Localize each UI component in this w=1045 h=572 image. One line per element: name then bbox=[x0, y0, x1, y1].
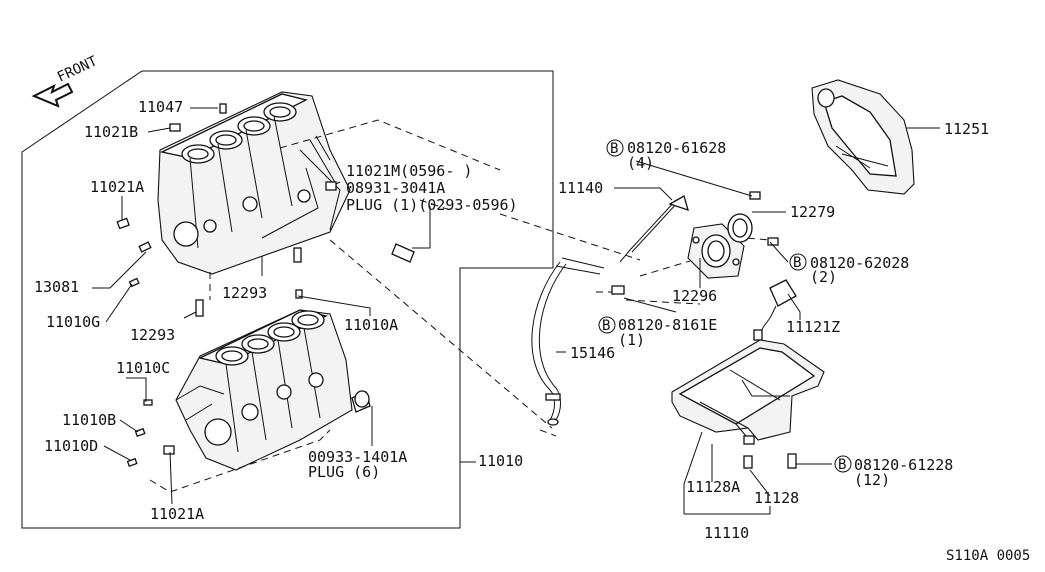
part-label-11010: 11010 bbox=[478, 452, 523, 470]
part-label-11021M: 11021M(0596- ) bbox=[346, 162, 472, 180]
front-label: FRONT bbox=[55, 53, 100, 86]
part-label-11010A: 11010A bbox=[344, 316, 398, 334]
rear-oil-seal-retainer bbox=[687, 223, 745, 279]
part-label-11128: 11128 bbox=[754, 489, 799, 507]
part-label-plug-1: PLUG (1)(0293-0596) bbox=[346, 196, 518, 214]
part-label-plug-6: PLUG (6) bbox=[308, 463, 380, 481]
part-label-08120-61628: 08120-61628 bbox=[627, 139, 726, 157]
dipstick-guide-tube bbox=[531, 257, 605, 426]
part-label-00933-1401A: 00933-1401A bbox=[308, 448, 407, 466]
rear-oil-seal bbox=[727, 213, 753, 243]
bolt-icon bbox=[611, 191, 779, 295]
svg-text:B: B bbox=[602, 318, 610, 334]
part-label-11047: 11047 bbox=[138, 98, 183, 116]
bolt-symbol-icon: B bbox=[789, 253, 807, 271]
part-label-qty-1: (1) bbox=[618, 331, 645, 349]
core-plug-icon bbox=[351, 390, 371, 413]
part-label-11128A: 11128A bbox=[686, 478, 740, 496]
svg-text:B: B bbox=[610, 141, 618, 157]
svg-text:B: B bbox=[793, 255, 801, 271]
svg-text:B: B bbox=[838, 457, 846, 473]
bolt-symbol-icon: B bbox=[598, 316, 616, 334]
part-label-08120-8161E: 08120-8161E bbox=[618, 316, 717, 334]
assembly-dashed-lines bbox=[149, 119, 771, 493]
part-label-08931-3041A: 08931-3041A bbox=[346, 179, 445, 197]
part-label-08120-61228: 08120-61228 bbox=[854, 456, 953, 474]
front-arrow-icon bbox=[31, 82, 74, 108]
part-label-11010D: 11010D bbox=[44, 437, 98, 455]
bolt-icon bbox=[743, 435, 797, 469]
part-label-11110: 11110 bbox=[704, 524, 749, 542]
part-label-15146: 15146 bbox=[570, 344, 615, 362]
leader-lines-right bbox=[556, 127, 940, 515]
oil-dipstick bbox=[619, 195, 689, 263]
diagram-code: S110A 0005 bbox=[946, 548, 1030, 564]
part-label-11140: 11140 bbox=[558, 179, 603, 197]
oil-level-sensor bbox=[753, 279, 797, 341]
part-label-11021B: 11021B bbox=[84, 123, 138, 141]
block-assembly-frame bbox=[21, 70, 554, 529]
part-label-11010G: 11010G bbox=[46, 313, 100, 331]
bolt-symbol-icon: B bbox=[834, 455, 852, 473]
rear-plate bbox=[811, 79, 915, 195]
part-label-12293-a: 12293 bbox=[222, 284, 267, 302]
part-label-11021A-top: 11021A bbox=[90, 178, 144, 196]
oil-pan bbox=[671, 339, 825, 441]
bolt-icon bbox=[116, 103, 415, 468]
part-label-12279: 12279 bbox=[790, 203, 835, 221]
part-label-08120-62028: 08120-62028 bbox=[810, 254, 909, 272]
part-label-12293-b: 12293 bbox=[130, 326, 175, 344]
part-label-qty-12: (12) bbox=[854, 471, 890, 489]
part-label-11121Z: 11121Z bbox=[786, 318, 840, 336]
part-label-11021A-bottom: 11021A bbox=[150, 505, 204, 523]
part-label-12296: 12296 bbox=[672, 287, 717, 305]
cylinder-block-lower bbox=[175, 309, 353, 471]
cylinder-block-upper bbox=[157, 91, 351, 275]
part-label-qty-2: (2) bbox=[810, 268, 837, 286]
part-label-11010B: 11010B bbox=[62, 411, 116, 429]
leader-lines-block bbox=[92, 107, 476, 505]
bolt-symbol-icon: B bbox=[606, 139, 624, 157]
part-label-13081: 13081 bbox=[34, 278, 79, 296]
part-label-11251: 11251 bbox=[944, 120, 989, 138]
part-label-qty-4: (4) bbox=[627, 154, 654, 172]
part-label-11010C: 11010C bbox=[116, 359, 170, 377]
